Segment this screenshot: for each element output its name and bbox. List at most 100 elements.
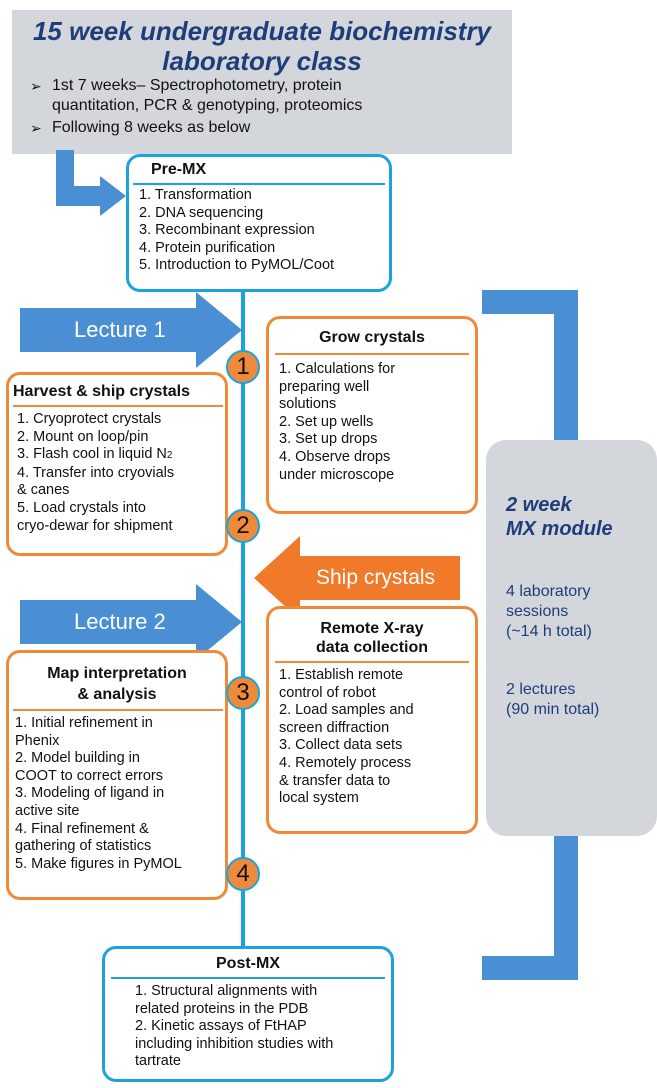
harvest-line: 3. Flash cool in liquid N2: [17, 446, 225, 465]
header-title: 15 week undergraduate biochemistry labor…: [12, 16, 512, 76]
bullet-arrow-icon: ➢: [30, 120, 42, 136]
post-mx-line: related proteins in the PDB: [135, 1000, 309, 1017]
grow-line: solutions: [279, 396, 337, 413]
remote-xray-rule: [275, 661, 469, 663]
header-to-premx-arrow: [56, 150, 126, 216]
n2-subscript: 2: [166, 450, 173, 462]
pre-mx-item: 4. Protein purification: [139, 239, 276, 256]
harvest-line: & canes: [17, 482, 70, 499]
grow-line: 4. Observe drops: [279, 448, 391, 465]
module-sessions-line3: (~14 h total): [506, 623, 592, 640]
post-mx-title: Post-MX: [216, 955, 280, 972]
header-title-line1: 15 week undergraduate biochemistry: [32, 16, 492, 46]
remote-line: 4. Remotely process: [279, 754, 412, 771]
pre-mx-title: Pre-MX: [151, 161, 207, 178]
remote-line: local system: [279, 790, 359, 807]
map-line: 3. Modeling of ligand in: [15, 785, 165, 802]
map-title-line1: Map interpretation: [47, 665, 187, 682]
step-2-marker: 2: [226, 509, 260, 543]
map-line: gathering of statistics: [15, 838, 152, 855]
pre-mx-box: Pre-MX 1. Transformation 2. DNA sequenci…: [126, 154, 392, 292]
module-panel: [486, 440, 657, 836]
module-title-line1: 2 week: [506, 494, 572, 516]
lecture2-label: Lecture 2: [74, 609, 166, 634]
map-line: COOT to correct errors: [15, 767, 163, 784]
header-bullet-1-line2: quantitation, PCR & genotyping, proteomi…: [52, 97, 363, 114]
remote-xray-title: Remote X-ray data collection: [269, 619, 475, 657]
lecture2-arrow: [20, 584, 242, 660]
map-interpretation-title: Map interpretation & analysis: [9, 663, 225, 705]
harvest-line: 1. Cryoprotect crystals: [17, 411, 162, 427]
step-1-marker: 1: [226, 350, 260, 384]
grow-line: preparing well: [279, 378, 370, 395]
harvest-line: 4. Transfer into cryovials: [17, 464, 175, 481]
module-lectures-line2: (90 min total): [506, 701, 600, 718]
step-4-marker: 4: [226, 857, 260, 891]
header-bullet-1: ➢ 1st 7 weeks– Spectrophotometry, protei…: [30, 76, 500, 116]
harvest-rule: [13, 405, 223, 407]
harvest-title: Harvest & ship crystals: [13, 383, 190, 400]
map-interpretation-rule: [13, 709, 223, 711]
remote-line: 2. Load samples and: [279, 702, 414, 719]
lecture1-arrow: [20, 292, 242, 368]
map-interpretation-list: 1. Initial refinement in Phenix 2. Model…: [15, 715, 227, 873]
map-title-line2: & analysis: [77, 686, 157, 703]
remote-xray-title-line1: Remote X-ray: [320, 620, 424, 637]
pre-mx-item: 1. Transformation: [139, 187, 252, 203]
grow-line: 2. Set up wells: [279, 413, 374, 430]
map-line: 4. Final refinement &: [15, 820, 149, 837]
map-line: 1. Initial refinement in: [15, 715, 153, 731]
post-mx-line: 2. Kinetic assays of FtHAP: [135, 1018, 307, 1035]
harvest-line: 5. Load crystals into: [17, 499, 146, 516]
pre-mx-rule: [133, 183, 385, 185]
module-sessions-line2: sessions: [506, 603, 569, 620]
grow-line: 1. Calculations for: [279, 361, 396, 377]
ship-crystals-label: Ship crystals: [316, 566, 436, 589]
grow-crystals-box: Grow crystals 1. Calculations for prepar…: [266, 316, 478, 514]
harvest-line-text: 3. Flash cool in liquid N: [17, 446, 167, 463]
header-title-line2: laboratory class: [162, 46, 362, 76]
post-mx-line: tartrate: [135, 1053, 181, 1070]
remote-line: 1. Establish remote: [279, 667, 404, 683]
remote-line: control of robot: [279, 684, 376, 701]
harvest-line: cryo-dewar for shipment: [17, 517, 173, 534]
header-bullet-2: ➢ Following 8 weeks as below: [30, 118, 500, 138]
header-panel: 15 week undergraduate biochemistry labor…: [12, 10, 512, 154]
ship-crystals-arrow: [254, 536, 460, 620]
post-mx-box: Post-MX 1. Structural alignments with re…: [102, 946, 394, 1082]
harvest-list: 1. Cryoprotect crystals 2. Mount on loop…: [17, 411, 225, 535]
remote-line: & transfer data to: [279, 772, 391, 789]
post-mx-line: 1. Structural alignments with: [135, 983, 318, 999]
map-interpretation-box: Map interpretation & analysis 1. Initial…: [6, 650, 228, 900]
map-line: Phenix: [15, 732, 60, 749]
step-3-marker: 3: [226, 676, 260, 710]
grow-crystals-rule: [275, 353, 469, 355]
grow-line: under microscope: [279, 466, 395, 483]
map-line: 2. Model building in: [15, 750, 140, 767]
bullet-arrow-icon: ➢: [30, 78, 42, 94]
module-lectures: 2 lectures (90 min total): [506, 680, 656, 720]
remote-xray-box: Remote X-ray data collection 1. Establis…: [266, 606, 478, 834]
remote-line: screen diffraction: [279, 719, 390, 736]
header-bullet-2-text: Following 8 weeks as below: [52, 119, 251, 136]
pre-mx-list: 1. Transformation 2. DNA sequencing 3. R…: [139, 187, 389, 275]
module-lectures-line1: 2 lectures: [506, 681, 576, 698]
map-line: 5. Make figures in PyMOL: [15, 855, 182, 872]
module-title-line2: MX module: [506, 518, 613, 540]
header-bullet-1-line1: 1st 7 weeks– Spectrophotometry, protein: [52, 77, 342, 94]
pre-mx-item: 3. Recombinant expression: [139, 222, 315, 239]
remote-line: 3. Collect data sets: [279, 737, 403, 754]
post-mx-rule: [111, 977, 385, 979]
grow-crystals-title: Grow crystals: [319, 329, 425, 346]
lecture1-label: Lecture 1: [74, 317, 166, 342]
remote-xray-title-line2: data collection: [315, 639, 429, 656]
module-sessions-line1: 4 laboratory: [506, 583, 591, 600]
harvest-line: 2. Mount on loop/pin: [17, 428, 149, 445]
post-mx-line: including inhibition studies with: [135, 1035, 334, 1052]
remote-xray-list: 1. Establish remote control of robot 2. …: [279, 667, 475, 808]
module-sessions: 4 laboratory sessions (~14 h total): [506, 582, 656, 642]
harvest-box: Harvest & ship crystals 1. Cryoprotect c…: [6, 372, 228, 556]
module-title: 2 week MX module: [506, 493, 656, 541]
grow-line: 3. Set up drops: [279, 431, 378, 448]
post-mx-list: 1. Structural alignments with related pr…: [135, 983, 387, 1071]
